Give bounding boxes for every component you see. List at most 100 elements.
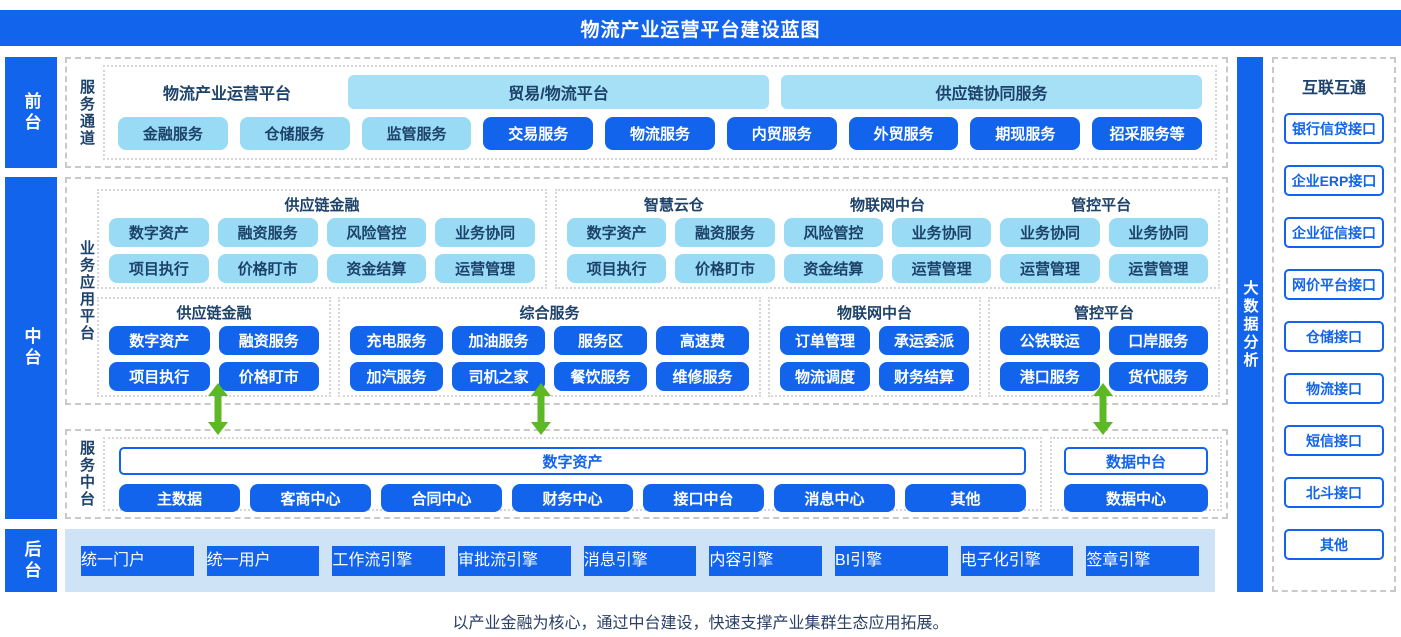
up-down-arrow-icon bbox=[1093, 383, 1113, 435]
service-chip: 期现服务 bbox=[970, 116, 1081, 150]
service-chip: 招采服务等 bbox=[1092, 116, 1203, 150]
data-middle-platform-box: 数据中台 数据中心 bbox=[1050, 437, 1222, 512]
group-header: 管控平台 bbox=[1071, 197, 1132, 214]
service-chip: 内贸服务 bbox=[726, 116, 837, 150]
service-chip: 监管服务 bbox=[361, 116, 472, 150]
service-chip: 风险管控 bbox=[783, 218, 883, 247]
engine-chip: 内容引擎 bbox=[709, 545, 823, 576]
group-smart-cloud-warehouse-iot-control: 智慧云仓物联网中台管控平台 数字资产融资服务风险管控业务协同业务协同业务协同项目… bbox=[555, 189, 1220, 289]
group-grid: 数字资产融资服务风险管控业务协同项目执行价格盯市资金结算运营管理 bbox=[109, 218, 535, 283]
interconnect-items: 银行信贷接口企业ERP接口企业征信接口网价平台接口仓储接口物流接口短信接口北斗接… bbox=[1284, 113, 1384, 560]
engine-chip: 统一用户 bbox=[206, 545, 320, 576]
service-chip: 运营管理 bbox=[1000, 254, 1100, 283]
service-chip: 风险管控 bbox=[326, 218, 427, 247]
service-middle-main-box: 数字资产 主数据客商中心合同中心财务中心接口中台消息中心其他 bbox=[103, 437, 1042, 512]
group-grid: 数字资产融资服务风险管控业务协同业务协同业务协同项目执行价格盯市资金结算运营管理… bbox=[567, 218, 1208, 283]
service-chip: 其他 bbox=[905, 484, 1026, 512]
rail-middle-stage: 中台 bbox=[5, 177, 57, 519]
group-grid: 充电服务加油服务服务区高速费加汽服务司机之家餐饮服务维修服务 bbox=[350, 326, 749, 391]
section-label: 服务通道 bbox=[78, 78, 95, 147]
service-chip: 资金结算 bbox=[783, 254, 883, 283]
group-grid: 公铁联运口岸服务港口服务货代服务 bbox=[1000, 326, 1208, 391]
section-label: 服务中台 bbox=[78, 440, 95, 508]
service-chip: 业务协同 bbox=[435, 218, 535, 247]
interface-box: 北斗接口 bbox=[1284, 477, 1384, 508]
business-row-2: 供应链金融 数字资产融资服务项目执行价格盯市 综合服务 充电服务加油服务服务区高… bbox=[97, 297, 1220, 397]
group-header: 智慧云仓 bbox=[643, 197, 704, 214]
page-title: 物流产业运营平台建设蓝图 bbox=[0, 10, 1401, 46]
service-chip: 数字资产 bbox=[109, 326, 210, 355]
engine-chip: 工作流引擎 bbox=[332, 545, 446, 576]
service-chip: 餐饮服务 bbox=[554, 362, 647, 391]
interface-box: 银行信贷接口 bbox=[1284, 113, 1384, 144]
service-chip: 接口中台 bbox=[643, 484, 764, 512]
interconnect-header: 互联互通 bbox=[1301, 80, 1366, 97]
service-chip: 价格盯市 bbox=[217, 254, 318, 283]
service-chip: 运营管理 bbox=[1108, 254, 1208, 283]
section-label: 业务应用平台 bbox=[78, 240, 95, 342]
platform-bar: 物流产业运营平台 bbox=[162, 85, 291, 103]
platform-bar: 贸易/物流平台 bbox=[348, 75, 769, 109]
up-down-arrow-icon bbox=[208, 383, 228, 435]
engine-chip: BI引擎 bbox=[835, 545, 948, 576]
service-chip: 业务协同 bbox=[892, 218, 992, 247]
service-chip: 数字资产 bbox=[109, 218, 209, 247]
interface-box: 网价平台接口 bbox=[1284, 269, 1384, 300]
data-platform-bar: 数据中台 bbox=[1064, 447, 1208, 475]
service-chip: 司机之家 bbox=[452, 362, 545, 391]
group-headers: 智慧云仓物联网中台管控平台 bbox=[567, 194, 1208, 218]
service-chip: 金融服务 bbox=[118, 116, 228, 150]
service-chip: 主数据 bbox=[119, 484, 240, 512]
service-chip: 数据中心 bbox=[1064, 484, 1208, 512]
service-chip: 项目执行 bbox=[109, 362, 210, 391]
service-chip: 融资服务 bbox=[218, 326, 319, 355]
group-control-platform: 管控平台 公铁联运口岸服务港口服务货代服务 bbox=[988, 297, 1220, 397]
platform-bar: 供应链协同服务 bbox=[781, 75, 1202, 109]
group-iot-middle-platform: 物联网中台 订单管理承运委派物流调度财务结算 bbox=[768, 297, 981, 397]
digital-asset-bar: 数字资产 bbox=[119, 447, 1026, 475]
interface-box: 企业征信接口 bbox=[1284, 217, 1384, 248]
center-buttons-row: 主数据客商中心合同中心财务中心接口中台消息中心其他 bbox=[119, 484, 1026, 512]
service-chip: 加汽服务 bbox=[350, 362, 443, 391]
service-chip: 业务协同 bbox=[1108, 218, 1208, 247]
service-chip: 充电服务 bbox=[350, 326, 443, 355]
service-chip: 财务中心 bbox=[512, 484, 633, 512]
service-chip: 仓储服务 bbox=[239, 116, 350, 150]
service-chips-row: 金融服务仓储服务监管服务交易服务物流服务内贸服务外贸服务期现服务招采服务等 bbox=[118, 116, 1203, 150]
engine-chip: 审批流引擎 bbox=[458, 545, 571, 576]
rail-front-stage: 前台 bbox=[5, 57, 57, 168]
footer-caption: 以产业金融为核心，通过中台建设，快速支撑产业集群生态应用拓展。 bbox=[452, 615, 949, 632]
big-data-analysis-bar: 大数据分析 bbox=[1237, 57, 1263, 592]
service-chip: 服务区 bbox=[554, 326, 647, 355]
service-chip: 维修服务 bbox=[656, 362, 749, 391]
interface-box: 其他 bbox=[1284, 529, 1384, 560]
engine-chip: 统一门户 bbox=[81, 545, 194, 576]
group-supply-chain-finance-2: 供应链金融 数字资产融资服务项目执行价格盯市 bbox=[97, 297, 331, 397]
service-chip: 公铁联运 bbox=[1000, 326, 1100, 355]
service-chip: 合同中心 bbox=[381, 484, 502, 512]
rail-back-stage: 后台 bbox=[5, 529, 57, 592]
service-chip: 口岸服务 bbox=[1108, 326, 1208, 355]
up-down-arrow-icon bbox=[531, 383, 551, 435]
service-chip: 外贸服务 bbox=[848, 116, 959, 150]
interface-box: 企业ERP接口 bbox=[1284, 165, 1384, 196]
service-chip: 项目执行 bbox=[567, 254, 667, 283]
group-header: 综合服务 bbox=[519, 305, 580, 322]
group-supply-chain-finance: 供应链金融 数字资产融资服务风险管控业务协同项目执行价格盯市资金结算运营管理 bbox=[97, 189, 547, 289]
interface-box: 物流接口 bbox=[1284, 373, 1384, 404]
service-chip: 融资服务 bbox=[217, 218, 318, 247]
service-chip: 财务结算 bbox=[879, 362, 969, 391]
service-chip: 交易服务 bbox=[483, 116, 594, 150]
group-grid: 订单管理承运委派物流调度财务结算 bbox=[780, 326, 969, 391]
engine-chip: 消息引擎 bbox=[583, 545, 697, 576]
interface-box: 仓储接口 bbox=[1284, 321, 1384, 352]
section-service-middle-platform: 服务中台 数字资产 主数据客商中心合同中心财务中心接口中台消息中心其他 数据中台… bbox=[65, 429, 1228, 519]
service-chip: 高速费 bbox=[656, 326, 749, 355]
interface-box: 短信接口 bbox=[1284, 425, 1384, 456]
group-comprehensive-services: 综合服务 充电服务加油服务服务区高速费加汽服务司机之家餐饮服务维修服务 bbox=[338, 297, 761, 397]
service-chip: 融资服务 bbox=[675, 218, 775, 247]
service-channel-inner-box: 物流产业运营平台 贸易/物流平台供应链协同服务 金融服务仓储服务监管服务交易服务物… bbox=[103, 65, 1217, 160]
service-chip: 业务协同 bbox=[1000, 218, 1100, 247]
